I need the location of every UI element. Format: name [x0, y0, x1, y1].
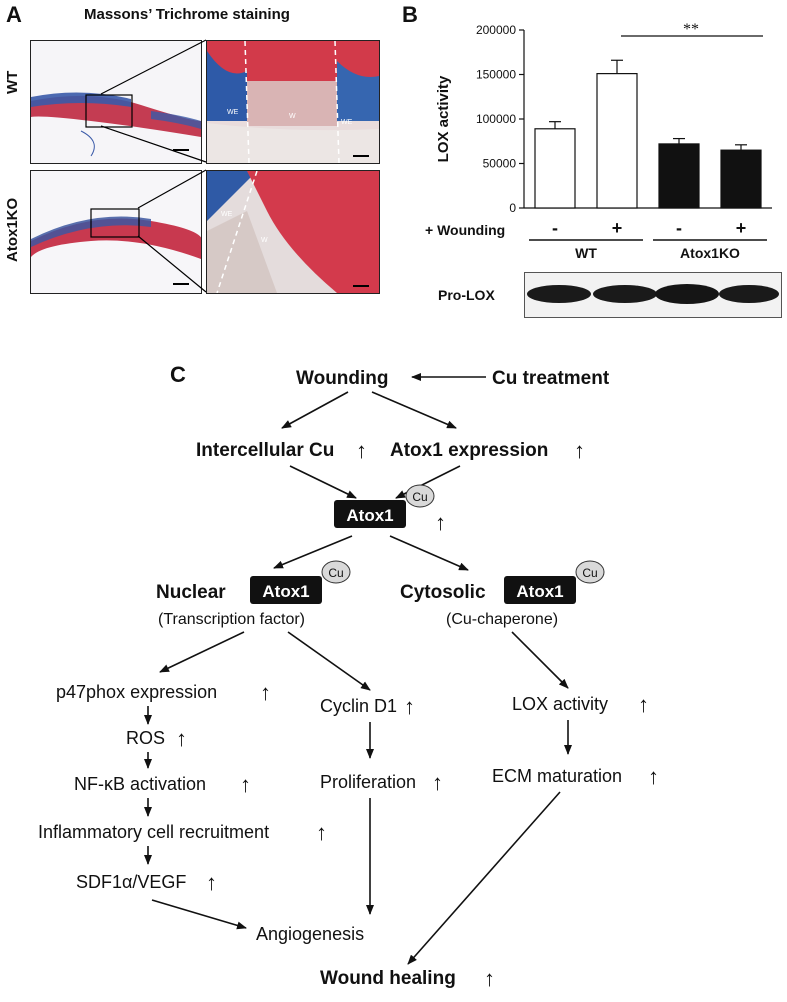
ko-zoom-image: WE W — [206, 170, 380, 294]
node-inflammatory: Inflammatory cell recruitment — [38, 822, 269, 842]
edge-wounding-to-atox1-expression — [371, 391, 457, 429]
up-arrow-cyclin: ↑ — [404, 694, 415, 719]
group-label-atox1ko: Atox1KO — [680, 245, 740, 261]
node-cyclin: Cyclin D1 — [320, 696, 397, 716]
cu-tag-cytosolic — [575, 560, 605, 584]
edge-wounding-to-intercellular-cu — [281, 391, 349, 429]
up-arrow-inflammatory: ↑ — [316, 820, 327, 845]
atox1-cytosolic-label: Atox1 — [516, 582, 563, 601]
node-transcription-factor: (Transcription factor) — [158, 611, 305, 628]
up-arrow-ecm: ↑ — [648, 764, 659, 789]
bar — [720, 149, 762, 209]
node-nuclear: Nuclear — [156, 582, 226, 603]
group-label-wt: WT — [575, 245, 597, 261]
up-arrow-nfkb: ↑ — [240, 772, 251, 797]
blot-label: Pro-LOX — [438, 287, 495, 303]
cu-tag-cytosolic-label: Cu — [582, 566, 597, 580]
x-category-label: + — [736, 218, 747, 238]
wt-zoom-label-we-right: WE — [341, 119, 353, 126]
up-arrow-sdf1: ↑ — [206, 870, 217, 895]
up-arrow-p47phox: ↑ — [260, 680, 271, 705]
node-angiogenesis: Angiogenesis — [256, 924, 364, 944]
node-wounding: Wounding — [296, 368, 389, 389]
node-cu-treatment: Cu treatment — [492, 368, 610, 389]
panel-b-letter: B — [402, 2, 418, 27]
up-arrow-atox1: ↑ — [435, 510, 446, 535]
y-axis-label: LOX activity — [435, 75, 452, 162]
cu-tag-center-label: Cu — [412, 490, 427, 504]
edge-intercellular-cu-to-atox1 — [289, 465, 357, 499]
ko-zoom-label-we: WE — [221, 211, 233, 218]
cu-tag-nuclear — [321, 560, 351, 584]
atox1-center-box — [334, 500, 406, 528]
node-intercellular-cu: Intercellular Cu — [196, 440, 334, 461]
bar — [658, 143, 700, 209]
wt-zoom-label-w: W — [289, 113, 296, 120]
node-ecm: ECM maturation — [492, 766, 622, 786]
x-category-label: - — [676, 218, 682, 238]
edge-ecm-to-wound-healing — [407, 791, 561, 965]
node-ros: ROS — [126, 728, 165, 748]
up-arrow-proliferation: ↑ — [432, 770, 443, 795]
wound-healing-pathway-diagram: Wounding Cu treatment Intercellular Cu ↑… — [38, 368, 659, 991]
panel-a-title: Massons’ Trichrome staining — [84, 6, 290, 23]
edge-atox1-to-nuclear — [273, 535, 353, 569]
panel-a-letter: A — [6, 2, 22, 27]
wt-zoom-label-we-left: WE — [227, 109, 239, 116]
cu-tag-center — [405, 484, 435, 508]
x-category-label: - — [552, 218, 558, 238]
up-arrow-ros: ↑ — [176, 726, 187, 751]
node-proliferation: Proliferation — [320, 772, 416, 792]
node-p47phox: p47phox expression — [56, 682, 217, 702]
y-tick-label: 150000 — [476, 68, 516, 82]
zoom-connectors — [100, 39, 207, 293]
y-tick-label: 50000 — [483, 157, 517, 171]
edge-sdf1-to-angiogenesis — [151, 899, 247, 930]
edge-cytosolic-to-lox — [511, 631, 569, 689]
panel-c-letter: C — [170, 362, 186, 387]
node-lox-activity: LOX activity — [512, 694, 608, 714]
bar — [534, 128, 576, 209]
edge-nuclear-to-cyclin — [287, 631, 371, 691]
wounding-label: + Wounding — [425, 222, 506, 238]
node-nfkb: NF-κB activation — [74, 774, 206, 794]
up-arrow-intercellular-cu: ↑ — [356, 438, 367, 463]
node-wound-healing: Wound healing — [320, 968, 456, 989]
y-tick-label: 0 — [509, 201, 516, 215]
ko-overview-image — [30, 170, 202, 294]
wt-zoom-image: WE W WE — [206, 40, 380, 164]
x-category-label: + — [612, 218, 623, 238]
node-atox1-expression: Atox1 expression — [390, 440, 548, 461]
edge-atox1-to-cytosolic — [389, 535, 469, 571]
node-sdf1: SDF1α/VEGF — [76, 872, 186, 892]
wt-overview-image — [30, 40, 202, 164]
bar — [596, 73, 638, 209]
atox1-nuclear-label: Atox1 — [262, 582, 309, 601]
atox1-center-label: Atox1 — [346, 506, 393, 525]
y-tick-label: 200000 — [476, 23, 516, 37]
pro-lox-blot — [524, 272, 782, 318]
edge-nuclear-to-p47phox — [159, 631, 245, 673]
up-arrow-lox-activity: ↑ — [638, 692, 649, 717]
up-arrow-atox1-expression: ↑ — [574, 438, 585, 463]
ko-zoom-label-w: W — [261, 237, 268, 244]
significance-label: ** — [683, 21, 699, 38]
atox1-nuclear-box — [250, 576, 322, 604]
node-cu-chaperone: (Cu-chaperone) — [446, 611, 558, 628]
cu-tag-nuclear-label: Cu — [328, 566, 343, 580]
node-cytosolic: Cytosolic — [400, 582, 486, 603]
atox1-cytosolic-box — [504, 576, 576, 604]
y-tick-label: 100000 — [476, 112, 516, 126]
up-arrow-wound-healing: ↑ — [484, 966, 495, 991]
